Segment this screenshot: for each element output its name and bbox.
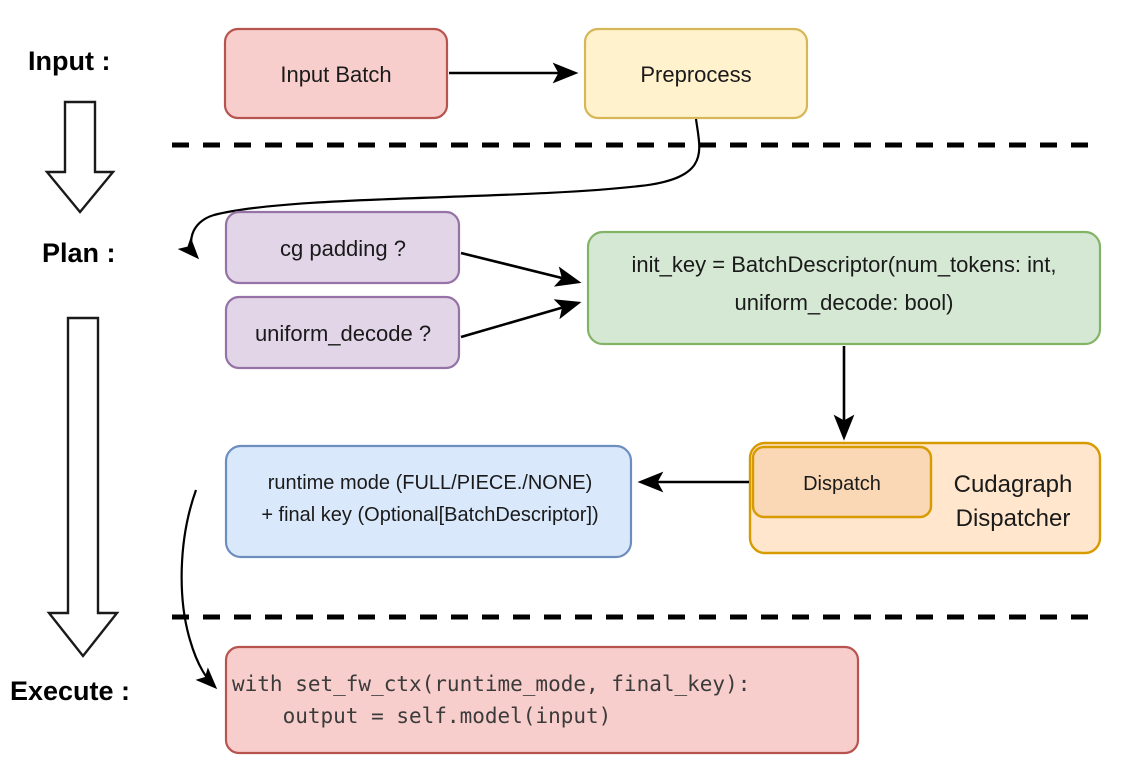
plan-to-execute-block-arrow bbox=[46, 316, 120, 658]
node-init-key-line2: uniform_decode: bool) bbox=[735, 290, 954, 315]
node-preprocess-label: Preprocess bbox=[640, 62, 751, 87]
stage-label-execute: Execute : bbox=[10, 676, 130, 706]
node-dispatch[interactable] bbox=[751, 445, 933, 519]
edge-uniform-decode-to-init-key bbox=[460, 299, 582, 339]
node-execute-code-line1: with set_fw_ctx(runtime_mode, final_key)… bbox=[232, 672, 750, 696]
node-cg-padding[interactable] bbox=[224, 210, 461, 285]
stage-label-plan: Plan : bbox=[42, 238, 116, 268]
node-runtime-mode-line2: + final key (Optional[BatchDescriptor]) bbox=[261, 504, 598, 526]
stage-label-input: Input : bbox=[28, 46, 110, 76]
node-uniform-decode-label: uniform_decode ? bbox=[255, 321, 431, 346]
node-input-batch-label: Input Batch bbox=[280, 62, 391, 87]
node-cg-padding-label: cg padding ? bbox=[280, 236, 406, 261]
node-preprocess[interactable] bbox=[583, 27, 809, 120]
input-to-plan-block-arrow bbox=[44, 100, 116, 214]
node-execute-code[interactable] bbox=[224, 645, 860, 755]
node-init-key-line1: init_key = BatchDescriptor(num_tokens: i… bbox=[632, 252, 1057, 277]
node-runtime-mode-line1: runtime mode (FULL/PIECE./NONE) bbox=[268, 472, 593, 494]
node-input-batch[interactable] bbox=[223, 27, 449, 120]
node-dispatch-label: Dispatch bbox=[803, 473, 881, 495]
node-cudagraph-dispatcher-line1: Cudagraph bbox=[954, 471, 1073, 498]
edge-cg-padding-to-init-key bbox=[460, 251, 582, 287]
node-execute-code-line2: output = self.model(input) bbox=[232, 704, 611, 728]
node-init-key[interactable] bbox=[586, 230, 1102, 346]
edge-preprocess-to-cg-padding bbox=[177, 118, 701, 260]
edge-runtime-mode-to-execute-code bbox=[180, 489, 218, 690]
node-runtime-mode[interactable] bbox=[224, 444, 633, 559]
node-uniform-decode[interactable] bbox=[224, 295, 461, 370]
node-cudagraph-dispatcher-line2: Dispatcher bbox=[956, 505, 1071, 532]
